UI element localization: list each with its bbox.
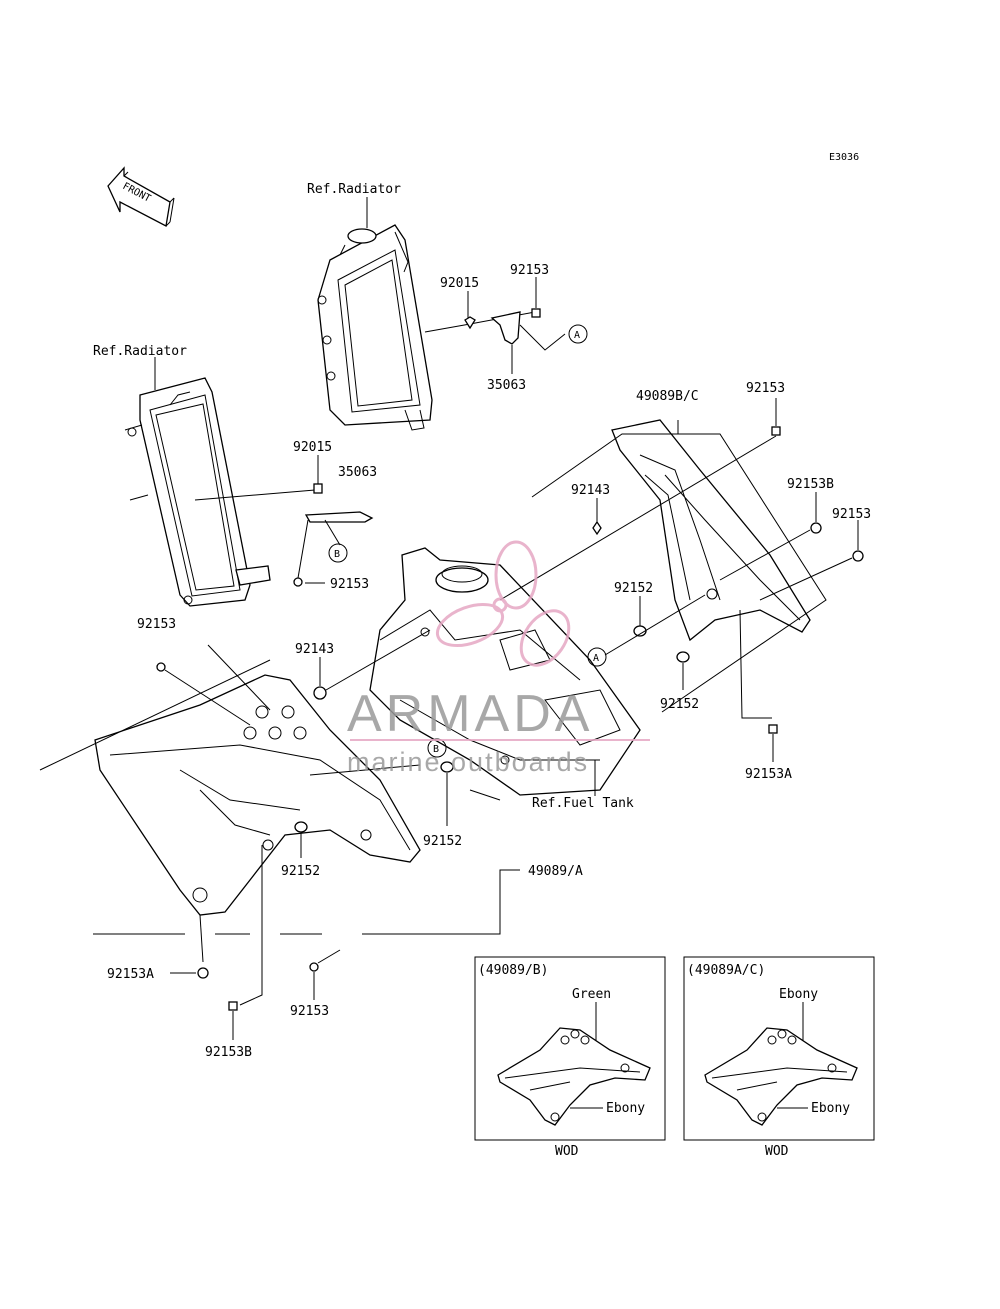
part-92153-upper: 92153 bbox=[510, 263, 549, 278]
part-92143-right: 92143 bbox=[571, 483, 610, 498]
washer-icon bbox=[676, 651, 690, 663]
part-92153-left-lower: 92153 bbox=[330, 577, 369, 592]
callout-a-upper: A bbox=[568, 324, 588, 344]
part-92153-left: 92153 bbox=[137, 617, 176, 632]
bracket-icon bbox=[304, 511, 374, 523]
bolt-icon bbox=[531, 308, 541, 318]
variant-color-top: Green bbox=[572, 987, 611, 1002]
part-92153a-left: 92153A bbox=[107, 967, 154, 982]
variant-box-1: (49089/B) Green Ebony bbox=[474, 956, 666, 1141]
bolt-icon bbox=[228, 1001, 238, 1011]
part-92153-right-mid: 92153 bbox=[832, 507, 871, 522]
bracket-icon bbox=[490, 311, 521, 345]
watermark-brand: ARMADA bbox=[347, 685, 593, 743]
variant-caption-1: WOD bbox=[555, 1144, 579, 1159]
part-92152-right-a: 92152 bbox=[614, 581, 653, 596]
part-49089a: 49089/A bbox=[528, 864, 583, 879]
bolt-icon bbox=[156, 662, 166, 672]
grommet-icon bbox=[313, 483, 323, 494]
variant-box-2: (49089A/C) Ebony Ebony bbox=[683, 956, 875, 1141]
svg-text:B: B bbox=[433, 744, 439, 755]
radiator-upper bbox=[317, 224, 433, 431]
bolt-icon bbox=[768, 724, 778, 734]
variant-color-bottom: Ebony bbox=[811, 1101, 850, 1116]
svg-text:A: A bbox=[593, 653, 599, 664]
part-92152-left-a: 92152 bbox=[423, 834, 462, 849]
part-35063-left: 35063 bbox=[338, 465, 377, 480]
bolt-icon bbox=[293, 577, 303, 587]
grommet-icon bbox=[313, 686, 327, 700]
grommet-icon bbox=[464, 316, 476, 330]
part-92153b-right: 92153B bbox=[787, 477, 834, 492]
part-92143-left: 92143 bbox=[295, 642, 334, 657]
variant-caption-2: WOD bbox=[765, 1144, 789, 1159]
bolt-icon bbox=[309, 962, 319, 972]
label-ref-radiator-upper: Ref.Radiator bbox=[307, 182, 401, 197]
bolt-icon bbox=[197, 967, 209, 979]
variant-code: (49089/B) bbox=[478, 963, 548, 978]
callout-a-right: A bbox=[587, 647, 607, 667]
part-92015-upper: 92015 bbox=[440, 276, 479, 291]
part-49089bc: 49089B/C bbox=[636, 389, 699, 404]
shroud-right bbox=[611, 419, 811, 642]
svg-text:A: A bbox=[574, 330, 580, 341]
bolt-icon bbox=[852, 550, 864, 562]
label-ref-fuel-tank: Ref.Fuel Tank bbox=[532, 796, 634, 811]
svg-text:B: B bbox=[334, 549, 340, 560]
watermark-tagline: marine outboards bbox=[347, 747, 589, 777]
variant-color-bottom: Ebony bbox=[606, 1101, 645, 1116]
propeller-logo-icon bbox=[435, 540, 571, 667]
callout-b-left: B bbox=[328, 543, 348, 563]
diagram-code: E3036 bbox=[829, 152, 859, 163]
part-92153-left-bottom: 92153 bbox=[290, 1004, 329, 1019]
shroud-left bbox=[94, 674, 421, 916]
part-92152-left-b: 92152 bbox=[281, 864, 320, 879]
bolt-icon bbox=[810, 522, 822, 534]
part-92153-right-top: 92153 bbox=[746, 381, 785, 396]
part-92015-left: 92015 bbox=[293, 440, 332, 455]
washer-icon bbox=[294, 821, 308, 833]
watermark: ARMADA marine outboards bbox=[347, 540, 650, 777]
bolt-icon bbox=[771, 426, 781, 436]
front-arrow-icon: FRONT bbox=[107, 166, 175, 227]
grommet-icon bbox=[592, 520, 602, 536]
radiator-left bbox=[124, 377, 271, 607]
label-ref-radiator-left: Ref.Radiator bbox=[93, 344, 187, 359]
variant-color-top: Ebony bbox=[779, 987, 818, 1002]
variant-code: (49089A/C) bbox=[687, 963, 765, 978]
fuel-tank bbox=[369, 547, 641, 796]
part-35063-upper: 35063 bbox=[487, 378, 526, 393]
part-92152-right-b: 92152 bbox=[660, 697, 699, 712]
washer-icon bbox=[440, 761, 454, 773]
part-92153b-left: 92153B bbox=[205, 1045, 252, 1060]
part-92153a-right: 92153A bbox=[745, 767, 792, 782]
